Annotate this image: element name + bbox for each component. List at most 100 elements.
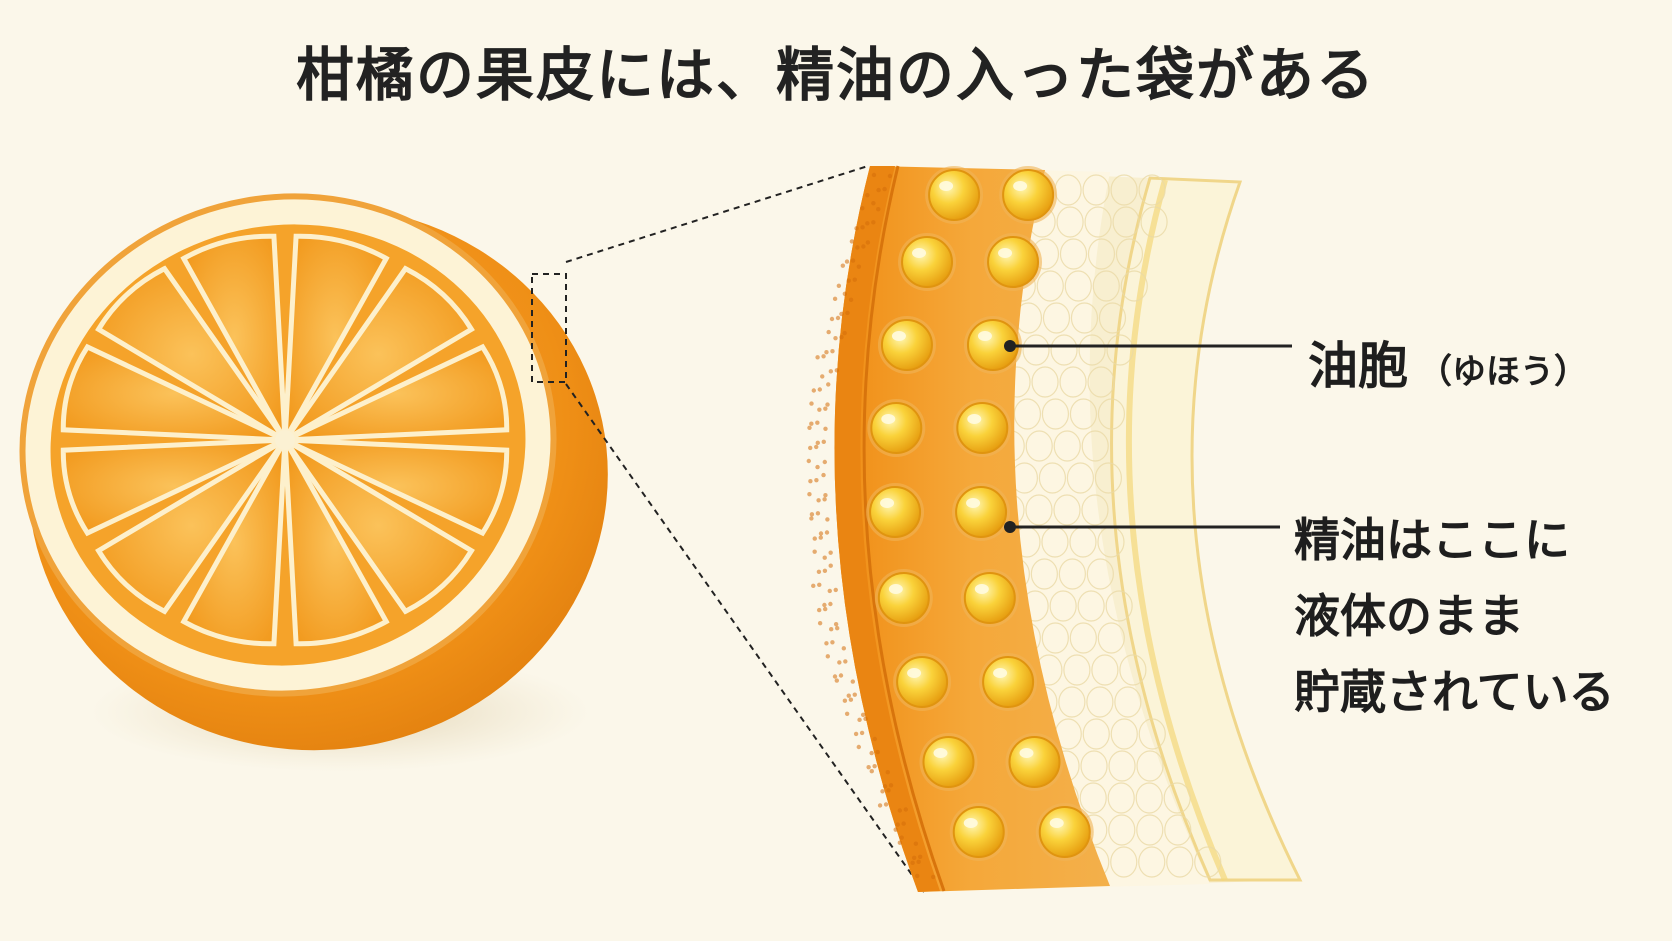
pith-cell bbox=[1066, 462, 1095, 494]
inner-membrane bbox=[1110, 176, 1303, 882]
pith-cell bbox=[1063, 654, 1091, 686]
skin-pore bbox=[823, 493, 828, 498]
skin-pore bbox=[821, 439, 826, 445]
oil-sac bbox=[963, 572, 1016, 624]
skin-pore bbox=[821, 472, 826, 478]
pith-cell bbox=[1092, 270, 1120, 302]
skin-pore bbox=[863, 716, 868, 722]
oil-sac-term: 油胞 bbox=[1308, 337, 1408, 395]
skin-pore bbox=[877, 803, 883, 808]
pith-cell bbox=[1164, 814, 1192, 846]
pith-cell bbox=[1059, 238, 1088, 270]
skin-pore bbox=[875, 749, 880, 755]
skin-pore bbox=[821, 354, 826, 359]
oil-sac-highlight bbox=[966, 498, 981, 508]
skin-pore bbox=[812, 536, 817, 541]
skin-pore bbox=[876, 207, 881, 212]
skin-pore bbox=[872, 736, 877, 742]
skin-pore bbox=[816, 498, 821, 503]
skin-pore bbox=[882, 784, 888, 789]
pith-cell bbox=[1135, 782, 1163, 814]
skin-pore bbox=[855, 245, 860, 250]
skin-pore bbox=[833, 335, 838, 341]
oil-sac bbox=[896, 656, 949, 708]
skin-pore bbox=[824, 350, 829, 355]
pith-cell bbox=[1082, 174, 1110, 206]
skin-pore bbox=[931, 874, 936, 880]
oil-sac bbox=[955, 486, 1008, 538]
skin-pore bbox=[859, 730, 865, 736]
pith-cell bbox=[1036, 270, 1064, 302]
skin-pore bbox=[882, 186, 887, 192]
skin-pore bbox=[829, 627, 834, 632]
orange-segment bbox=[95, 437, 288, 615]
storage-note: 精油はここに 液体のまま 貯蔵されている bbox=[1294, 502, 1615, 730]
skin-pore bbox=[846, 693, 851, 698]
pith-cell bbox=[1069, 398, 1098, 430]
pith-cell bbox=[1086, 558, 1114, 590]
skin-pore bbox=[807, 492, 812, 497]
pith-cell bbox=[1079, 782, 1107, 814]
zoom-line-top bbox=[565, 165, 869, 263]
skin-pore bbox=[834, 368, 840, 373]
pith-cell bbox=[1059, 366, 1087, 398]
oil-sac-highlight bbox=[891, 331, 906, 341]
skin-pore bbox=[869, 750, 874, 756]
skin-pore bbox=[883, 802, 889, 807]
orange-segment bbox=[180, 438, 288, 647]
skin-pore bbox=[828, 601, 833, 607]
skin-pore bbox=[815, 440, 820, 446]
skin-pore bbox=[853, 731, 859, 737]
skin-pore bbox=[916, 859, 921, 865]
pith-cell bbox=[1194, 846, 1222, 878]
pith-cell bbox=[1080, 750, 1108, 782]
oil-sac bbox=[928, 169, 981, 221]
skin-pore bbox=[845, 310, 850, 316]
pith-cell bbox=[1022, 334, 1050, 366]
skin-pore bbox=[832, 296, 838, 302]
pith-cell bbox=[1064, 270, 1092, 302]
oil-sac-highlight bbox=[912, 248, 927, 258]
skin-pore bbox=[880, 789, 885, 794]
skin-pore bbox=[846, 278, 851, 283]
skin-pore bbox=[849, 239, 855, 244]
pith-cell bbox=[1049, 590, 1077, 622]
pith-cell bbox=[1163, 782, 1191, 814]
pith-cell bbox=[1097, 622, 1125, 654]
pith-cell bbox=[1086, 686, 1114, 718]
pith-cell bbox=[1138, 718, 1166, 750]
skin-pore bbox=[825, 402, 830, 407]
pith-cell bbox=[1087, 238, 1116, 270]
pith-cell bbox=[1053, 494, 1081, 526]
oil-sac-highlight bbox=[974, 584, 989, 594]
skin-pore bbox=[806, 458, 811, 464]
membrane-line bbox=[1125, 179, 1228, 882]
skin-pore bbox=[888, 783, 894, 788]
skin-pore bbox=[895, 822, 900, 827]
skin-pore bbox=[871, 172, 877, 178]
orange-segment bbox=[60, 343, 287, 443]
pith-cell bbox=[1058, 686, 1086, 718]
skin-pore bbox=[817, 582, 822, 588]
skin-pore bbox=[886, 788, 891, 793]
orange-segment bbox=[282, 265, 475, 443]
oil-sac-highlight bbox=[907, 668, 922, 678]
storage-note-line-3: 貯蔵されている bbox=[1294, 665, 1615, 719]
skin-pore bbox=[835, 315, 841, 321]
skin-pore bbox=[811, 583, 816, 589]
oil-sac bbox=[877, 572, 930, 624]
pith-cell bbox=[1077, 590, 1105, 622]
skin-pore bbox=[842, 698, 848, 703]
skin-pore bbox=[811, 388, 816, 393]
oil-sac-highlight bbox=[963, 818, 978, 828]
skin-pore bbox=[897, 808, 902, 813]
pith-cell bbox=[1138, 174, 1166, 206]
oil-sac-highlight bbox=[888, 584, 903, 594]
skin-pore bbox=[809, 401, 814, 406]
skin-pore bbox=[820, 374, 825, 379]
skin-pore bbox=[836, 283, 842, 288]
oil-sac bbox=[922, 736, 975, 788]
pith-cell bbox=[1069, 622, 1097, 654]
orange-segment bbox=[282, 437, 475, 615]
oil-sac bbox=[1008, 736, 1061, 788]
